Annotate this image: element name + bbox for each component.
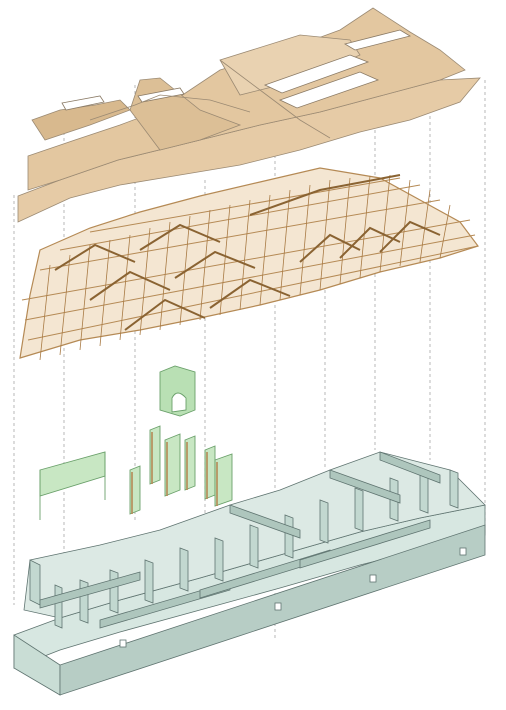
- timber-roof-frame-layer: [19, 167, 479, 361]
- roof-trusses: [54, 174, 441, 331]
- roof-skylights: [61, 29, 412, 111]
- ground-floor-walls-layer: [13, 451, 486, 696]
- roof-shell-layer: [17, 7, 481, 223]
- inserted-frame-layer: [39, 365, 233, 520]
